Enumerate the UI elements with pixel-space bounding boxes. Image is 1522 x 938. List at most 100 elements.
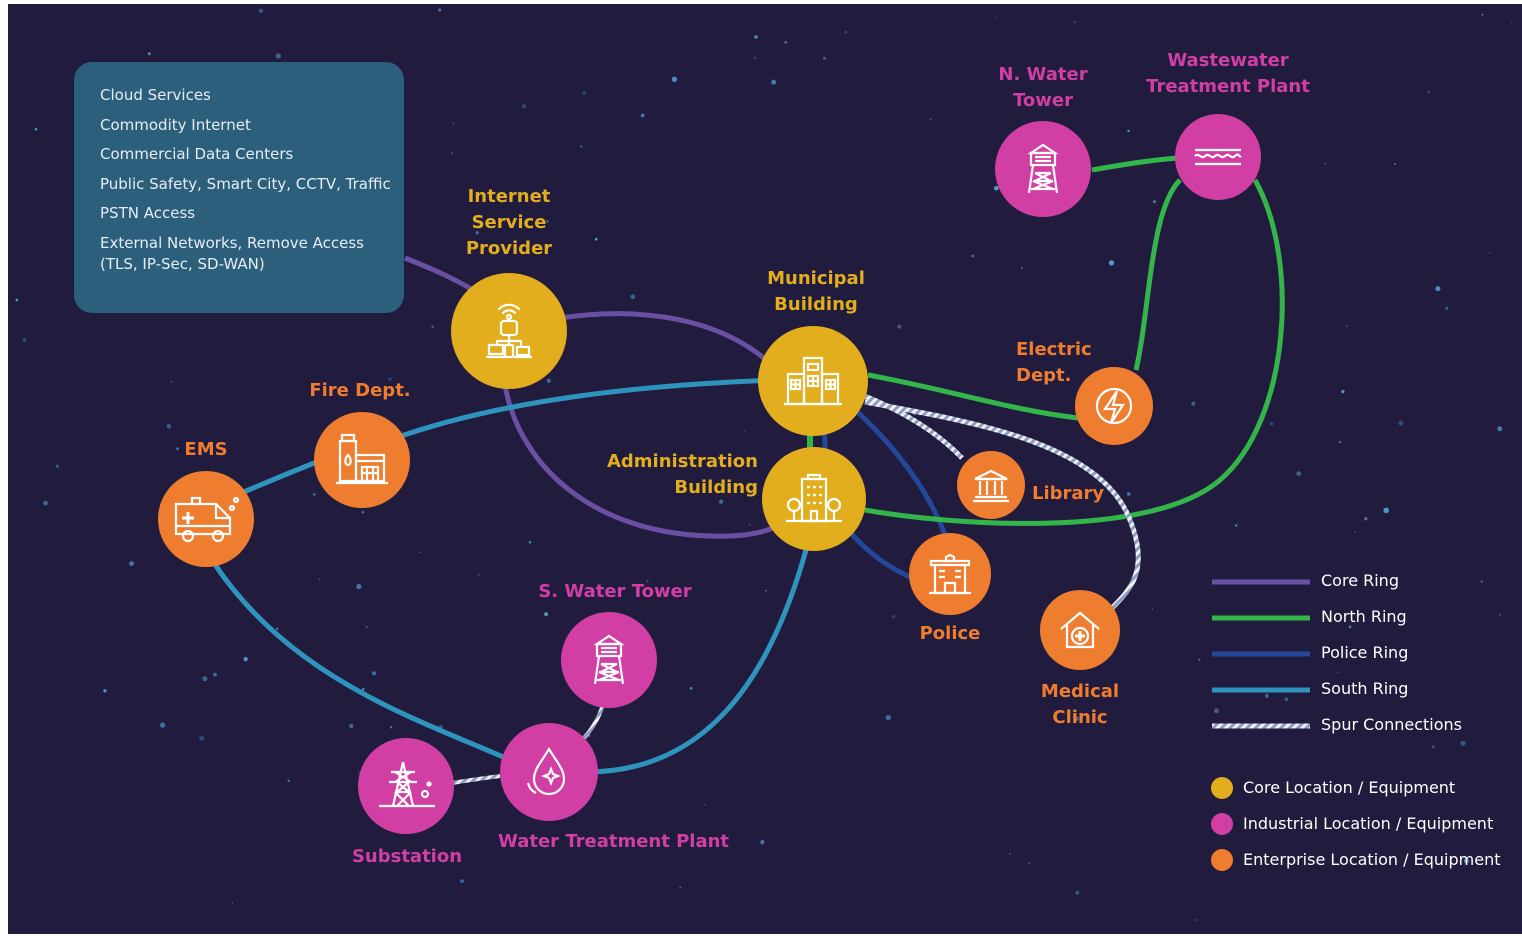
star-dot [1264,693,1269,699]
police-station-icon [929,553,971,595]
node-electric-dept[interactable] [1075,367,1153,445]
star-dot [147,52,151,56]
star-dot [544,612,548,617]
south-ring-link [589,534,813,775]
star-dot [1488,252,1491,254]
star-dot [1339,441,1342,444]
node-isp[interactable] [451,273,567,389]
star-dot [34,128,38,131]
network-devices-icon [485,303,533,359]
star-dot [475,231,479,235]
star-dot [521,104,527,109]
star-dot [546,378,551,383]
legend-dot-enterprise [1211,849,1233,871]
node-wastewater-plant[interactable] [1175,114,1261,200]
star-dot [1194,919,1196,921]
star-dot [1431,745,1435,749]
star-dot [372,671,376,676]
library-icon [973,469,1009,503]
star-dot [630,294,636,300]
legend-label-police-ring: Police Ring [1321,643,1409,662]
node-substation[interactable] [358,738,454,834]
star-dot [1348,625,1352,629]
node-police[interactable] [909,533,991,615]
star-dot [275,53,281,59]
node-label-n-water-tower: N. Water Tower [998,64,1088,111]
star-dot [594,237,598,241]
star-dot [356,583,362,590]
star-dot [1341,389,1345,394]
star-dot [748,523,751,526]
star-dot [754,35,758,39]
node-municipal-building[interactable] [758,326,868,436]
star-dot [1445,306,1449,310]
spur-connection [451,774,501,785]
star-dot [388,377,392,381]
star-dot [103,689,107,693]
star-dot [719,499,724,504]
office-building-icon [784,356,842,406]
node-n-water-tower[interactable] [995,121,1091,217]
node-water-treatment-plant[interactable] [500,723,598,821]
star-dot [231,901,234,904]
star-dot [765,589,767,592]
star-dot [929,118,932,121]
star-dot [361,510,365,514]
star-dot [892,615,896,619]
star-dot [703,803,706,806]
star-dot [1324,162,1327,165]
water-waves-icon [1194,148,1242,166]
node-s-water-tower[interactable] [561,612,657,708]
star-dot [213,672,217,677]
south-ring-link [389,377,776,443]
star-dot [166,424,172,429]
star-dot [1394,163,1396,165]
star-dot [1127,492,1131,496]
star-dot [1511,22,1513,24]
node-label-electric: Electric Dept. [1016,339,1092,386]
star-dot [1398,420,1404,426]
office-building-trees-icon [786,473,842,523]
star-dot [1108,260,1115,266]
star-dot [1296,471,1302,476]
star-dot [452,122,455,125]
star-dot [1075,890,1080,895]
node-administration-building[interactable] [762,447,866,551]
info-line: Commodity Internet [100,116,251,134]
legend-label-industrial-location: Industrial Location / Equipment [1243,814,1494,833]
star-dot [1198,658,1201,661]
node-ems[interactable] [158,471,254,567]
node-fire-dept[interactable] [314,412,410,508]
node-library[interactable] [957,451,1025,519]
node-label-ems: EMS [184,439,228,460]
node-label-substation: Substation [351,846,463,867]
star-dot [1284,697,1289,702]
star-dot [885,715,891,721]
legend-dot-core [1211,777,1233,799]
star-dot [199,735,205,741]
star-dot [243,657,248,662]
node-label-wastewater: Wastewater Treatment Plant [1146,50,1310,97]
legend-dot-industrial [1211,813,1233,835]
star-dot [1498,613,1501,616]
star-dot [646,580,649,583]
info-line: (TLS, IP-Sec, SD-WAN) [100,255,265,273]
node-label-isp: Internet Service Provider [465,186,553,259]
north-ring-link [864,178,1285,526]
north-ring-link [1091,155,1179,173]
legend-label-core-location: Core Location / Equipment [1243,778,1456,797]
star-dot [671,76,678,83]
info-line: Cloud Services [100,86,211,104]
star-dot [43,500,48,506]
node-label-police: Police [919,623,981,644]
node-label-medical: Medical Clinic [1040,681,1120,728]
star-dot [349,724,354,729]
star-dot [129,561,135,566]
star-dot [753,56,757,59]
star-dot [176,447,180,451]
node-medical-clinic[interactable] [1040,590,1120,670]
node-label-municipal: Municipal Building [767,268,865,315]
spur-connection [864,399,1141,610]
star-dot [744,430,746,432]
